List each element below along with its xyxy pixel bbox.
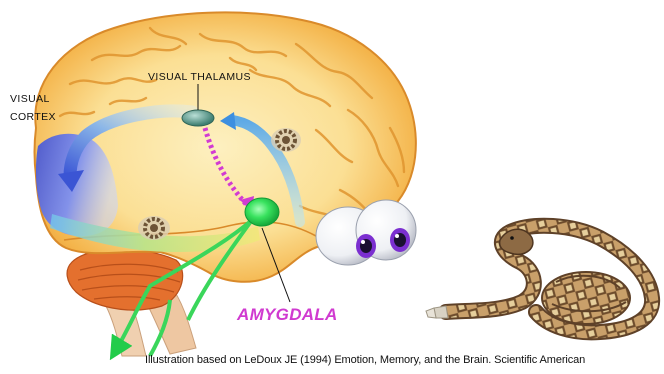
visual-thalamus-label: VISUAL THALAMUS xyxy=(148,71,251,83)
visual-cortex-label-line1: VISUAL xyxy=(10,90,56,108)
visual-cortex-label: VISUAL CORTEX xyxy=(10,90,56,126)
amygdala-label: AMYGDALA xyxy=(237,305,338,325)
figure-caption: Illustration based on LeDoux JE (1994) E… xyxy=(145,354,585,366)
snake-image-thalamus xyxy=(271,128,301,152)
visual-cortex-label-line2: CORTEX xyxy=(10,108,56,126)
snake-image-cortex-path xyxy=(138,216,170,240)
cerebellum xyxy=(67,249,183,310)
snake-icon xyxy=(426,226,652,333)
